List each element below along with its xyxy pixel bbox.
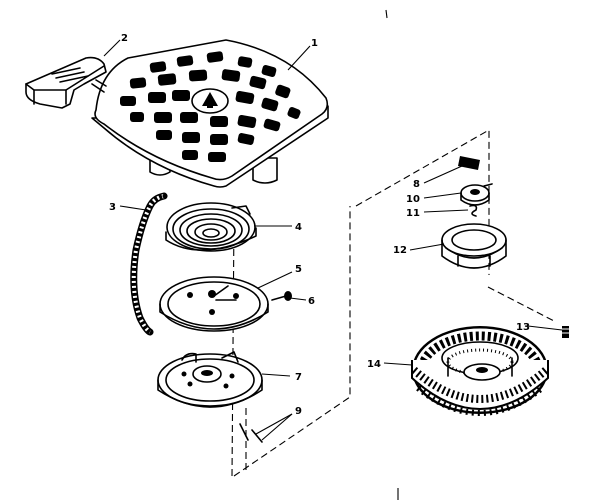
- callout-5: 5: [295, 264, 302, 275]
- callout-14: 14: [367, 359, 381, 370]
- screw: [271, 291, 292, 301]
- drive-cam: [460, 183, 493, 206]
- callout-labels: 1 2 3 4 5 6 7 8 9 10 11 12 13 14: [109, 33, 530, 417]
- scan-mark-top: [385, 9, 388, 19]
- leader-lines: [103, 39, 563, 441]
- rope-pulley: [157, 351, 263, 408]
- callout-7: 7: [295, 372, 302, 383]
- callout-11: 11: [406, 208, 420, 219]
- retainer-clip: [458, 156, 480, 170]
- callout-6: 6: [308, 296, 315, 307]
- callout-1: 1: [311, 38, 318, 49]
- flywheel-screen: [411, 326, 549, 416]
- assembly-boundary-line: [231, 129, 557, 477]
- callout-10: 10: [406, 194, 420, 205]
- callout-9: 9: [295, 406, 302, 417]
- pawl-pins: [239, 423, 263, 443]
- starter-handle: [25, 56, 107, 109]
- starter-rope: [130, 192, 168, 336]
- callout-13: 13: [516, 322, 530, 333]
- flywheel-screw: [562, 326, 569, 338]
- callout-8: 8: [413, 179, 420, 190]
- callout-12: 12: [393, 245, 407, 256]
- callout-2: 2: [121, 33, 128, 44]
- small-spring: [469, 204, 478, 217]
- spring-cover-plate: [159, 276, 269, 332]
- starter-cup: [441, 223, 507, 269]
- recoil-spring: [165, 202, 257, 252]
- callout-4: 4: [295, 222, 302, 233]
- callout-3: 3: [109, 202, 116, 213]
- starter-housing: [91, 39, 329, 188]
